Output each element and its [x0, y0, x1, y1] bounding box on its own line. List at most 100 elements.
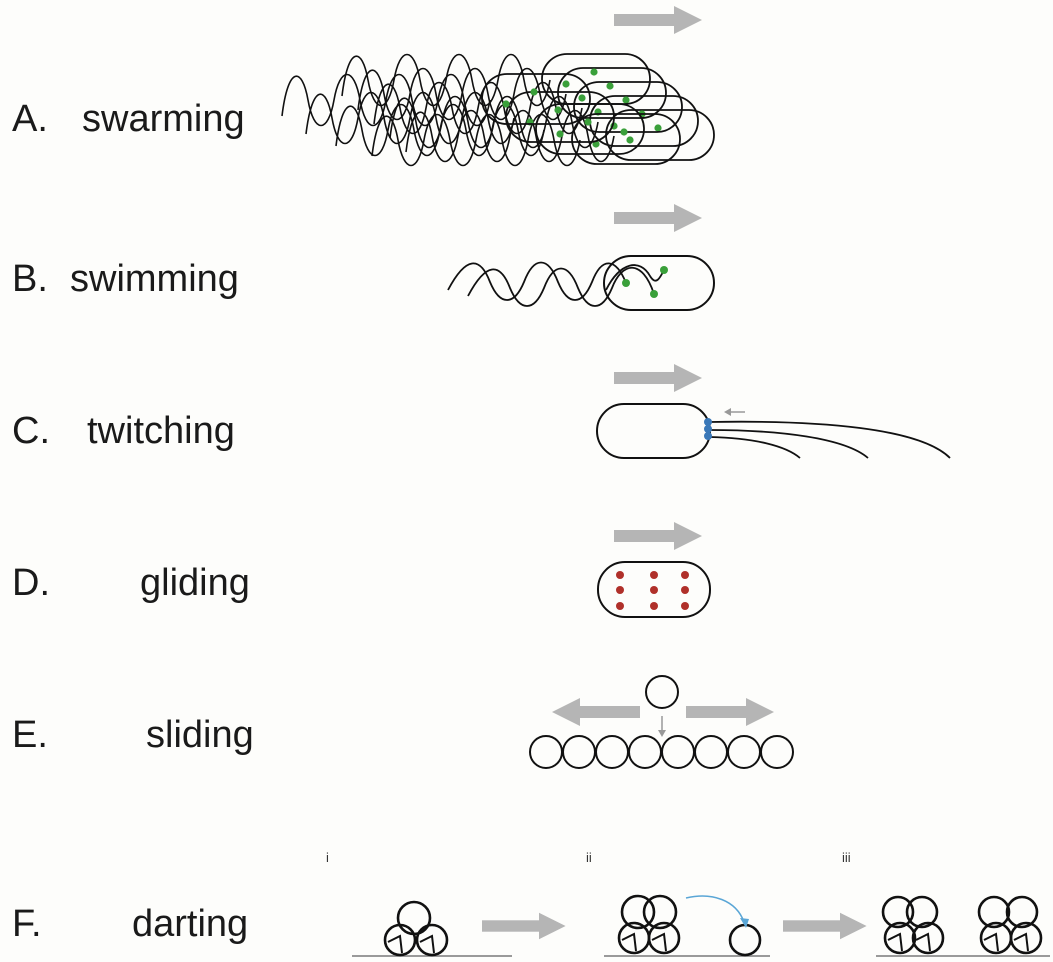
dart-arc-arrowhead — [740, 918, 749, 928]
coccus-cell-icon — [727, 735, 761, 769]
cell-body-icon — [557, 67, 667, 119]
flagellar-motor-dot — [578, 94, 586, 102]
flagellum-icon — [341, 53, 551, 107]
direction-arrow-icon — [614, 6, 702, 34]
right-direction-arrow-icon — [686, 698, 774, 726]
flagellum-icon — [447, 261, 627, 301]
division-septum — [983, 932, 999, 952]
row-word: sliding — [146, 714, 254, 756]
row-letter: C. — [12, 410, 50, 452]
focal-adhesion-dot — [616, 586, 624, 594]
direction-arrow-icon — [614, 522, 702, 550]
cell-body-icon — [571, 113, 681, 165]
coccus-cell-icon — [728, 923, 762, 957]
cell-body-icon — [481, 73, 591, 125]
division-septum — [419, 934, 435, 954]
left-direction-arrow-icon — [552, 698, 640, 726]
coccus-cell-icon — [595, 735, 629, 769]
pilus-motor-dot — [704, 432, 712, 440]
stage-label-ii: ii — [586, 850, 592, 865]
cell-body-icon — [603, 255, 715, 311]
flagellum-icon — [371, 113, 581, 167]
flagellum-icon — [281, 73, 491, 127]
flagellum-icon — [335, 103, 545, 157]
swarming-illustration — [281, 6, 715, 167]
coccus-cell-icon — [645, 675, 679, 709]
pilus-motor-dot — [704, 425, 712, 433]
row-label-gliding: D. gliding — [12, 564, 282, 608]
flagellar-motor-dot — [556, 130, 564, 138]
cell-body-icon — [573, 81, 683, 133]
flagellar-motor-dot — [530, 88, 538, 96]
flagellar-motor-dot — [590, 68, 598, 76]
retraction-arrow-icon — [724, 408, 745, 416]
coccus-cell-icon — [881, 895, 915, 929]
flagellar-motor-dot — [660, 266, 668, 274]
twitching-illustration — [596, 364, 951, 459]
flagellar-motor-dot — [502, 100, 510, 108]
row-word: swimming — [70, 258, 239, 300]
swimming-illustration — [447, 204, 715, 311]
row-label-darting: F. darting — [12, 905, 282, 949]
sliding-illustration — [529, 675, 794, 769]
flagellar-motor-dot — [650, 290, 658, 298]
pilus-motor-dot — [704, 418, 712, 426]
division-septum — [621, 932, 637, 952]
flagellar-motor-dot — [584, 118, 592, 126]
coccus-cell-icon — [529, 735, 563, 769]
focal-adhesion-dot — [616, 602, 624, 610]
coccus-cell-icon — [415, 923, 449, 957]
direction-arrow-icon — [482, 912, 566, 940]
division-septum — [651, 932, 667, 952]
coccus-cell-icon — [977, 895, 1011, 929]
row-label-sliding: E. sliding — [12, 716, 282, 760]
cell-body-icon — [597, 561, 711, 618]
row-letter: A. — [12, 98, 48, 140]
row-label-swarming: A. swarming — [12, 100, 282, 144]
pilus-icon — [709, 420, 951, 459]
division-septum — [387, 934, 403, 954]
focal-adhesion-dot — [616, 571, 624, 579]
coccus-cell-icon — [905, 895, 939, 929]
coccus-cluster — [383, 894, 1043, 957]
coccus-cell-icon — [911, 921, 945, 955]
flagellum-icon — [305, 91, 515, 145]
push-arrow-icon — [658, 716, 666, 737]
row-word: darting — [132, 903, 249, 945]
coccus-cell-icon — [642, 894, 678, 930]
row-letter: F. — [12, 903, 42, 945]
focal-adhesion-dot — [681, 602, 689, 610]
coccus-cell-icon — [694, 735, 728, 769]
row-letter: B. — [12, 258, 48, 300]
row-word: twitching — [87, 410, 235, 452]
focal-adhesion-dot — [650, 586, 658, 594]
stage-label-i: i — [326, 850, 329, 865]
coccus-cell-icon — [1005, 895, 1039, 929]
flagellar-motor-dot — [626, 136, 634, 144]
darting-illustration — [352, 894, 1050, 957]
pilus-icon — [709, 436, 801, 459]
division-septum — [1013, 932, 1029, 952]
flagellar-motor-dot — [562, 80, 570, 88]
direction-arrow-icon — [783, 912, 867, 940]
focal-adhesion-dots — [616, 571, 689, 610]
row-label-swimming: B. swimming — [12, 260, 282, 304]
flagellar-motor-dot — [622, 279, 630, 287]
row-letter: D. — [12, 562, 50, 604]
focal-adhesion-dot — [650, 571, 658, 579]
coccus-cell-icon — [383, 923, 417, 957]
coccus-cell-icon — [562, 735, 596, 769]
coccus-cell-icon — [883, 921, 917, 955]
row-letter: E. — [12, 714, 48, 756]
dart-arc-icon — [685, 895, 745, 923]
coccus-cell-icon — [760, 735, 794, 769]
flagellum-icon — [467, 266, 655, 307]
flagellar-motor-dot — [620, 128, 628, 136]
flagellar-motor-dot — [606, 82, 614, 90]
row-word: gliding — [140, 562, 250, 604]
division-septum — [887, 932, 903, 952]
coccus-cell-icon — [661, 735, 695, 769]
flagellum-icon — [605, 264, 665, 291]
